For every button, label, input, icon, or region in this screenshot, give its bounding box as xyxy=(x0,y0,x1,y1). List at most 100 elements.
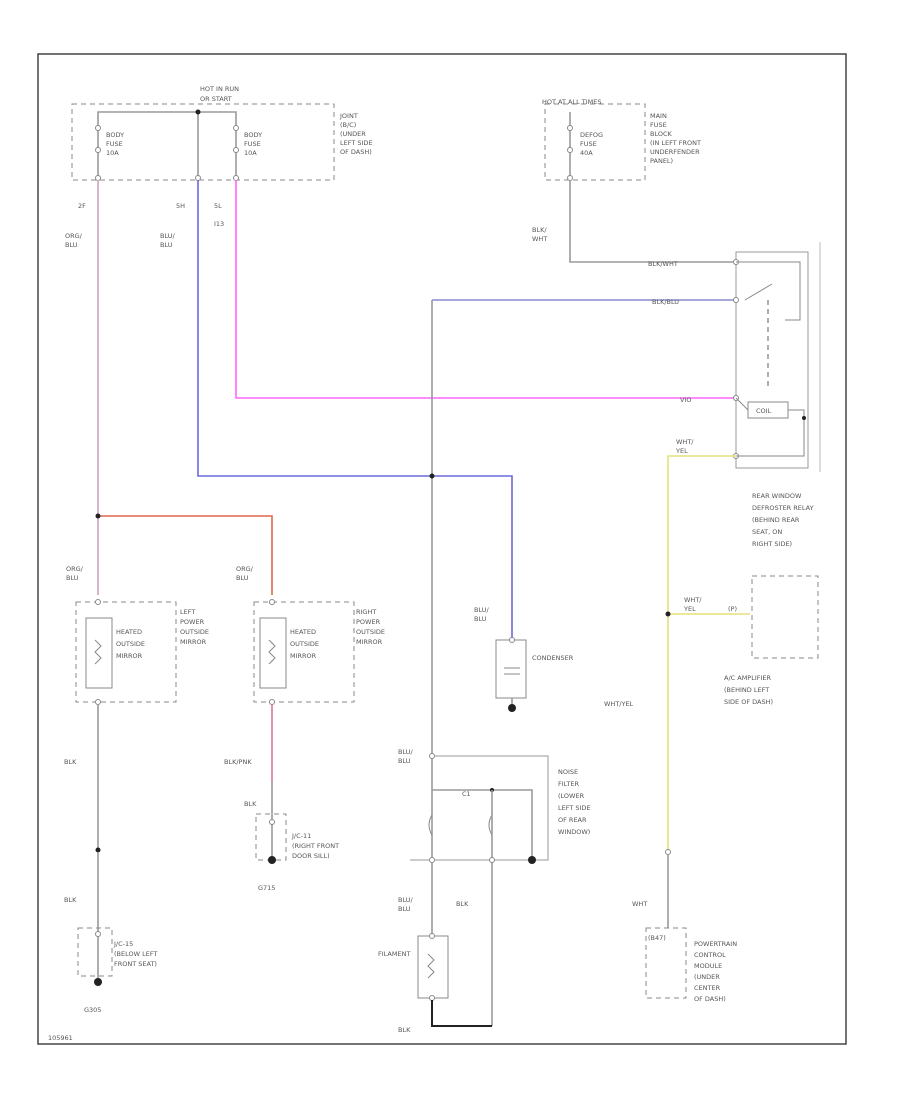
filament-term-bottom xyxy=(429,995,435,1001)
right-heater-element xyxy=(259,617,287,689)
pin-a-label: 2F xyxy=(78,202,86,210)
w-blu-blu-cond-2: BLU xyxy=(474,615,487,623)
ground-mid-label: G715 xyxy=(258,884,275,892)
junction-block-line-1: JOINT xyxy=(339,112,358,120)
noise-filter-ground xyxy=(528,856,536,864)
heated-right-1: HEATED xyxy=(290,628,316,636)
noise-filter-term-b xyxy=(489,857,495,863)
w-org-blu-top-2: BLU xyxy=(65,241,78,249)
bus-splice xyxy=(195,109,201,115)
relay-line-3: (BEHIND REAR xyxy=(752,516,800,524)
pcm-line-4: (UNDER xyxy=(694,973,720,981)
splice-wht-yel xyxy=(665,611,671,617)
w-org-blu-mid-2: BLU xyxy=(236,574,249,582)
pcm-line-1: POWERTRAIN xyxy=(694,940,737,948)
junction-block-box xyxy=(71,103,335,181)
w-blk-blu-relay: BLK/BLU xyxy=(652,298,679,306)
diagram-id: 105961 xyxy=(48,1034,73,1042)
diagram-frame xyxy=(37,53,847,1045)
noise-pin-label: C1 xyxy=(462,790,471,798)
condenser-box xyxy=(495,639,527,699)
left-mirror-4: MIRROR xyxy=(180,638,207,646)
ac-amplifier-line-2: (BEHIND LEFT xyxy=(724,686,769,694)
w-org-blu-left-2: BLU xyxy=(66,574,79,582)
fuse-2-bus xyxy=(198,111,237,178)
wire-blk-bottom xyxy=(431,1000,492,1027)
w-blu-blu-fil-2: BLU xyxy=(398,905,411,913)
ground-left-label: G305 xyxy=(84,1006,101,1014)
main-fuse-block-line-3: BLOCK xyxy=(650,130,673,138)
relay-line-1: REAR WINDOW xyxy=(752,492,802,500)
main-fuse-block-line-4: (IN LEFT FRONT xyxy=(650,139,701,147)
hot-in-run-label-bottom: OR START xyxy=(200,95,232,103)
w-blu-blu-noise-1: BLU/ xyxy=(398,748,414,756)
ac-amplifier-line-3: SIDE OF DASH) xyxy=(724,698,773,706)
w-blk-left-label: BLK xyxy=(64,758,77,766)
main-fuse-box xyxy=(544,103,646,181)
fuse-2-line-3: 10A xyxy=(244,149,257,157)
w-blu-blu-fil-1: BLU/ xyxy=(398,896,414,904)
filament-label: FILAMENT xyxy=(378,950,410,958)
w-blk-pnk-label: BLK/PNK xyxy=(224,758,252,766)
filament-term-top xyxy=(429,933,435,939)
w-blu-blu-2: BLU xyxy=(160,241,173,249)
ground-left-symbol xyxy=(94,978,102,986)
fuse-2-term-top xyxy=(233,125,239,131)
noise-filter-cap-2 xyxy=(488,814,493,836)
noise-filter-line-5: OF REAR xyxy=(558,816,587,824)
right-mirror-2: POWER xyxy=(356,618,381,626)
ac-amplifier-line-1: A/C AMPLIFIER xyxy=(724,674,772,682)
splice-org-blu xyxy=(95,513,101,519)
w-blk-bottom-label: BLK xyxy=(398,1026,411,1034)
noise-filter-box xyxy=(410,755,549,861)
main-fuse-block-line-6: PANEL) xyxy=(650,157,673,165)
jc11-term xyxy=(269,819,275,825)
noise-filter-line-1: NOISE xyxy=(558,768,578,776)
defog-fuse-line-1: DEFOG xyxy=(580,131,603,139)
heated-right-3: MIRROR xyxy=(290,652,317,660)
w-wht-label: WHT xyxy=(632,900,647,908)
fuse-1-line-2: FUSE xyxy=(106,140,123,148)
noise-filter-cap-1 xyxy=(428,814,433,836)
w-blk-wht-relay: BLK/WHT xyxy=(648,260,678,268)
defog-fuse-pin xyxy=(567,175,573,181)
relay-line-4: SEAT, ON xyxy=(752,528,782,536)
jc11-line-1: J/C-11 xyxy=(291,832,311,840)
jc15-box xyxy=(77,927,113,977)
pcm-pin-label: (B47) xyxy=(648,934,666,942)
relay-coil-lead-1 xyxy=(735,397,749,411)
ac-amplifier-box xyxy=(751,575,819,659)
main-fuse-block-line-5: UNDERFENDER xyxy=(650,148,700,156)
pcm-box xyxy=(645,927,687,999)
w-vio-label: VIO xyxy=(680,396,691,404)
junction-block-line-2: (B/C) xyxy=(340,121,356,129)
pin-b-label: 5H xyxy=(176,202,185,210)
heated-left-1: HEATED xyxy=(116,628,142,636)
jc11-line-2: (RIGHT FRONT xyxy=(292,842,339,850)
right-mirror-1: RIGHT xyxy=(356,608,376,616)
wire-vio xyxy=(235,180,736,399)
right-heater-resistor xyxy=(268,639,276,665)
pcm-line-6: OF DASH) xyxy=(694,995,726,1003)
fuse-1-term-bottom xyxy=(95,147,101,153)
pin-d-label: I13 xyxy=(214,220,224,228)
junction-block-line-5: OF DASH) xyxy=(340,148,372,156)
w-blu-blu-1: BLU/ xyxy=(160,232,176,240)
w-wht-yel-long: WHT/YEL xyxy=(604,700,634,708)
condenser-term-top xyxy=(509,637,515,643)
w-wht-yel-amp-1: WHT/ xyxy=(684,596,702,604)
heated-left-2: OUTSIDE xyxy=(116,640,145,648)
junction-block-line-4: LEFT SIDE xyxy=(340,139,373,147)
jc15-line-2: (BELOW LEFT xyxy=(114,950,157,958)
pcm-line-3: MODULE xyxy=(694,962,722,970)
left-mirror-box xyxy=(75,601,177,703)
noise-filter-bus xyxy=(432,789,533,860)
noise-filter-term-in xyxy=(429,753,435,759)
noise-filter-line-4: LEFT SIDE xyxy=(558,804,591,812)
right-mirror-box xyxy=(253,601,355,703)
left-heater-element xyxy=(85,617,113,689)
junction-block-line-3: (UNDER xyxy=(340,130,366,138)
fuse-1-bus xyxy=(97,111,199,178)
